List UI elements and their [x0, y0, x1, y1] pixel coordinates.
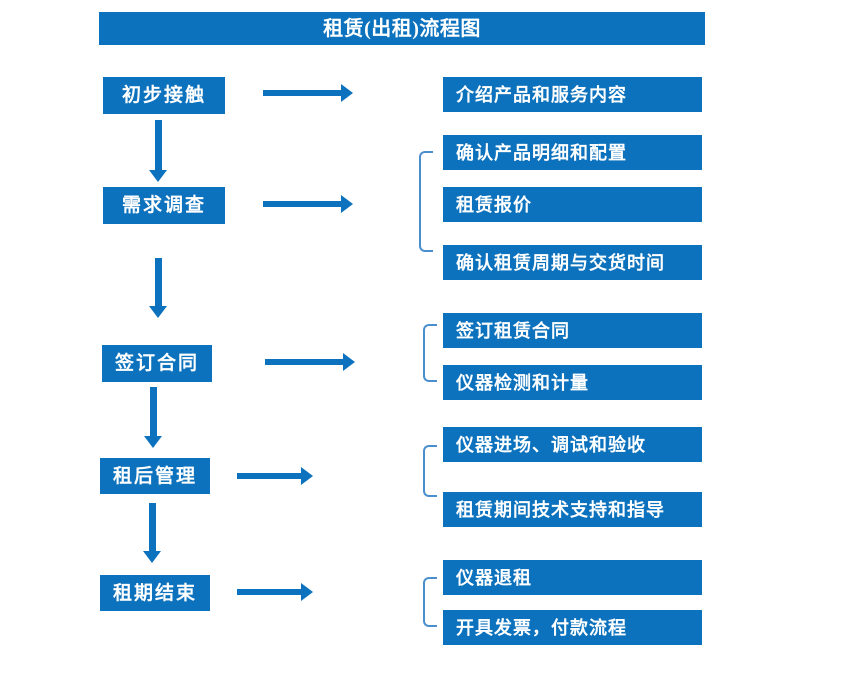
output-box-instrument-return: 仪器退租 [443, 560, 702, 595]
output-box-introduce-products: 介绍产品和服务内容 [443, 77, 702, 112]
arrow-shaft [154, 120, 162, 171]
flowchart-title-banner: 租赁(出租)流程图 [99, 12, 705, 45]
stage-box-demand-survey: 需求调查 [103, 187, 225, 224]
arrow-head [343, 353, 355, 371]
stage-label: 租期结束 [112, 582, 197, 604]
arrow-head [143, 551, 161, 563]
output-label: 仪器检测和计量 [456, 372, 589, 393]
arrow-head [149, 170, 167, 182]
arrow-shaft [263, 90, 342, 96]
output-box-confirm-period-delivery: 确认租赁周期与交货时间 [443, 245, 702, 280]
output-box-instrument-inspection: 仪器检测和计量 [443, 365, 702, 400]
arrow-shaft [148, 503, 156, 552]
arrow-shaft [149, 387, 157, 437]
output-label: 确认产品明细和配置 [456, 142, 627, 163]
arrow-head [301, 583, 313, 601]
arrow-head [301, 467, 313, 485]
arrow-shaft [237, 473, 302, 479]
output-box-invoice-payment: 开具发票，付款流程 [443, 610, 702, 645]
flowchart-title: 租赁(出租)流程图 [323, 17, 481, 40]
stage-box-post-rental-management: 租后管理 [100, 458, 210, 494]
stage-label: 签订合同 [114, 353, 199, 374]
output-label: 租赁期间技术支持和指导 [456, 499, 665, 520]
group-bracket [419, 151, 433, 252]
group-bracket [423, 324, 437, 382]
output-box-rental-quote: 租赁报价 [443, 187, 702, 222]
output-label: 租赁报价 [456, 194, 532, 215]
stage-label: 初步接触 [121, 85, 206, 106]
flow-arrow-down-icon [149, 258, 167, 318]
output-label: 介绍产品和服务内容 [456, 84, 627, 105]
output-box-sign-rental-contract: 签订租赁合同 [443, 313, 702, 348]
stage-label: 租后管理 [112, 465, 197, 487]
stage-box-sign-contract: 签订合同 [102, 345, 212, 382]
arrow-shaft [154, 258, 162, 307]
stage-box-initial-contact: 初步接触 [103, 77, 225, 114]
arrow-head [341, 195, 353, 213]
arrow-shaft [263, 201, 342, 207]
output-label: 确认租赁周期与交货时间 [456, 252, 665, 273]
arrow-head [149, 306, 167, 318]
output-label: 仪器进场、调试和验收 [456, 434, 646, 455]
flow-arrow-down-icon [144, 387, 162, 448]
stage-box-rental-period-end: 租期结束 [100, 575, 210, 611]
arrow-head [144, 436, 162, 448]
output-label: 签订租赁合同 [456, 320, 570, 341]
arrow-shaft [265, 359, 344, 365]
arrow-head [341, 84, 353, 102]
flow-arrow-down-icon [149, 120, 167, 182]
output-label: 仪器退租 [456, 567, 532, 588]
output-box-confirm-product-details: 确认产品明细和配置 [443, 135, 702, 170]
flow-arrow-down-icon [143, 503, 161, 563]
stage-label: 需求调查 [121, 195, 206, 216]
group-bracket [423, 577, 437, 627]
output-box-instrument-setup-acceptance: 仪器进场、调试和验收 [443, 427, 702, 462]
output-label: 开具发票，付款流程 [456, 617, 627, 638]
arrow-shaft [237, 589, 302, 595]
group-bracket [423, 445, 437, 497]
output-box-technical-support: 租赁期间技术支持和指导 [443, 492, 702, 527]
